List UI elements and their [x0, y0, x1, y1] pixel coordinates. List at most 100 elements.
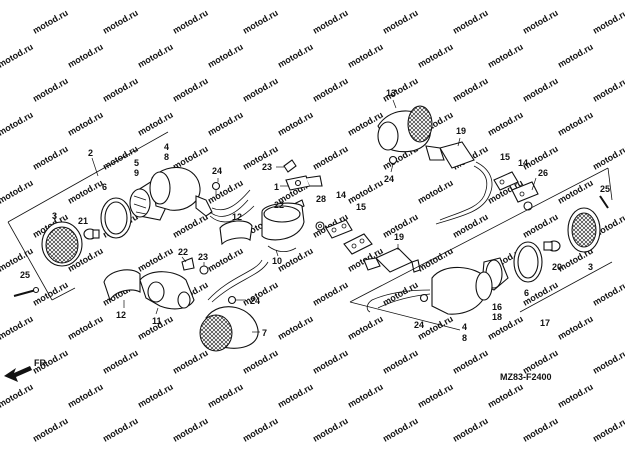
watermark-text: motod.ru [451, 8, 490, 36]
callout-12-upper: 12 [232, 212, 242, 222]
watermark-text: motod.ru [171, 76, 210, 104]
relay-19-upper [425, 141, 475, 169]
watermark-text: motod.ru [136, 382, 175, 410]
callout-4-left: 4 [164, 142, 169, 152]
watermark-text: motod.ru [346, 0, 385, 2]
callout-5: 5 [134, 158, 139, 168]
callout-26: 26 [538, 168, 548, 178]
callout-8-left: 8 [164, 152, 169, 162]
watermark-text: motod.ru [66, 178, 105, 206]
watermark-text: motod.ru [416, 42, 455, 70]
callout-9: 9 [134, 168, 139, 178]
watermark-text: motod.ru [0, 314, 35, 342]
gasket-ring-left [100, 197, 132, 239]
watermark-text: motod.ru [521, 416, 560, 444]
watermark-text: motod.ru [101, 348, 140, 376]
group-bracket-left [7, 131, 169, 301]
watermark-text: motod.ru [66, 110, 105, 138]
front-label: FR. [34, 358, 49, 368]
watermark-text: motod.ru [451, 76, 490, 104]
watermark-text: motod.ru [346, 42, 385, 70]
callout-1: 1 [274, 182, 279, 192]
grommet-26 [523, 201, 533, 211]
callout-11: 11 [152, 316, 162, 326]
leader-2 [91, 157, 99, 177]
callout-6-left: 6 [102, 182, 107, 192]
watermark-text: motod.ru [346, 382, 385, 410]
watermark-text: motod.ru [451, 416, 490, 444]
group-bracket-right [349, 167, 613, 331]
watermark-text: motod.ru [556, 314, 595, 342]
watermark-text: motod.ru [591, 8, 625, 36]
damper-15-middle [343, 233, 373, 255]
callout-3-left: 3 [52, 211, 57, 221]
callout-28: 28 [316, 194, 326, 204]
callout-17: 17 [540, 318, 550, 328]
watermark-text: motod.ru [276, 382, 315, 410]
watermark-text: motod.ru [171, 8, 210, 36]
screw-25-right [599, 195, 609, 209]
relay-19-middle [363, 247, 421, 273]
turn-signal-lamp-13 [377, 105, 433, 153]
callout-10: 10 [272, 256, 282, 266]
signal-housing-11 [139, 271, 195, 310]
watermark-text: motod.ru [241, 348, 280, 376]
watermark-text: motod.ru [346, 314, 385, 342]
watermark-text: motod.ru [521, 212, 560, 240]
damper-14-upper [511, 181, 539, 203]
callout-2: 2 [88, 148, 93, 158]
callout-24-lower: 24 [250, 296, 260, 306]
callout-14-middle: 14 [336, 190, 346, 200]
callout-8-right: 8 [462, 333, 467, 343]
watermark-text: motod.ru [451, 348, 490, 376]
screw-24-top [211, 181, 221, 197]
watermark-text: motod.ru [381, 8, 420, 36]
watermark-text: motod.ru [556, 110, 595, 138]
bulb-right [543, 240, 561, 252]
watermark-text: motod.ru [521, 8, 560, 36]
damper-15-upper [493, 171, 519, 191]
mount-bracket-1 [285, 175, 323, 191]
damper-14-middle [325, 219, 353, 239]
turn-signal-body-left-upper [149, 166, 213, 217]
watermark-text: motod.ru [206, 246, 245, 274]
callout-6-right: 6 [524, 288, 529, 298]
wire-right-upper [439, 165, 488, 221]
watermark-text: motod.ru [66, 0, 105, 2]
watermark-text: motod.ru [381, 348, 420, 376]
callout-15-upper: 15 [500, 152, 510, 162]
watermark-text: motod.ru [276, 314, 315, 342]
watermark-text: motod.ru [136, 110, 175, 138]
watermark-text: motod.ru [381, 416, 420, 444]
watermark-text: motod.ru [591, 348, 625, 376]
callout-18: 18 [492, 312, 502, 322]
watermark-text: motod.ru [556, 382, 595, 410]
watermark-text: motod.ru [206, 110, 245, 138]
callout-16: 16 [492, 302, 502, 312]
watermark-text: motod.ru [486, 382, 525, 410]
bolt-22-lower [181, 256, 195, 271]
callout-23-lower: 23 [198, 252, 208, 262]
turn-signal-lamp-7 [199, 306, 259, 352]
callout-14-upper: 14 [518, 158, 528, 168]
watermark-text: motod.ru [486, 0, 525, 2]
watermark-text: motod.ru [556, 0, 595, 2]
watermark-text: motod.ru [241, 416, 280, 444]
callout-22-lower: 22 [178, 247, 188, 257]
callout-24-top: 24 [212, 166, 222, 176]
clamp-12-upper [219, 220, 253, 246]
watermark-text: motod.ru [416, 0, 455, 2]
watermark-text: motod.ru [556, 42, 595, 70]
watermark-text: motod.ru [241, 76, 280, 104]
wire-left-upper [209, 199, 249, 217]
watermark-text: motod.ru [311, 8, 350, 36]
watermark-text: motod.ru [171, 416, 210, 444]
callout-20: 20 [552, 262, 562, 272]
watermark-text: motod.ru [66, 382, 105, 410]
watermark-text: motod.ru [276, 42, 315, 70]
watermark-text: motod.ru [241, 280, 280, 308]
grommet-28 [315, 221, 325, 231]
watermark-text: motod.ru [311, 76, 350, 104]
watermark-text: motod.ru [311, 416, 350, 444]
lens-right [567, 207, 601, 253]
